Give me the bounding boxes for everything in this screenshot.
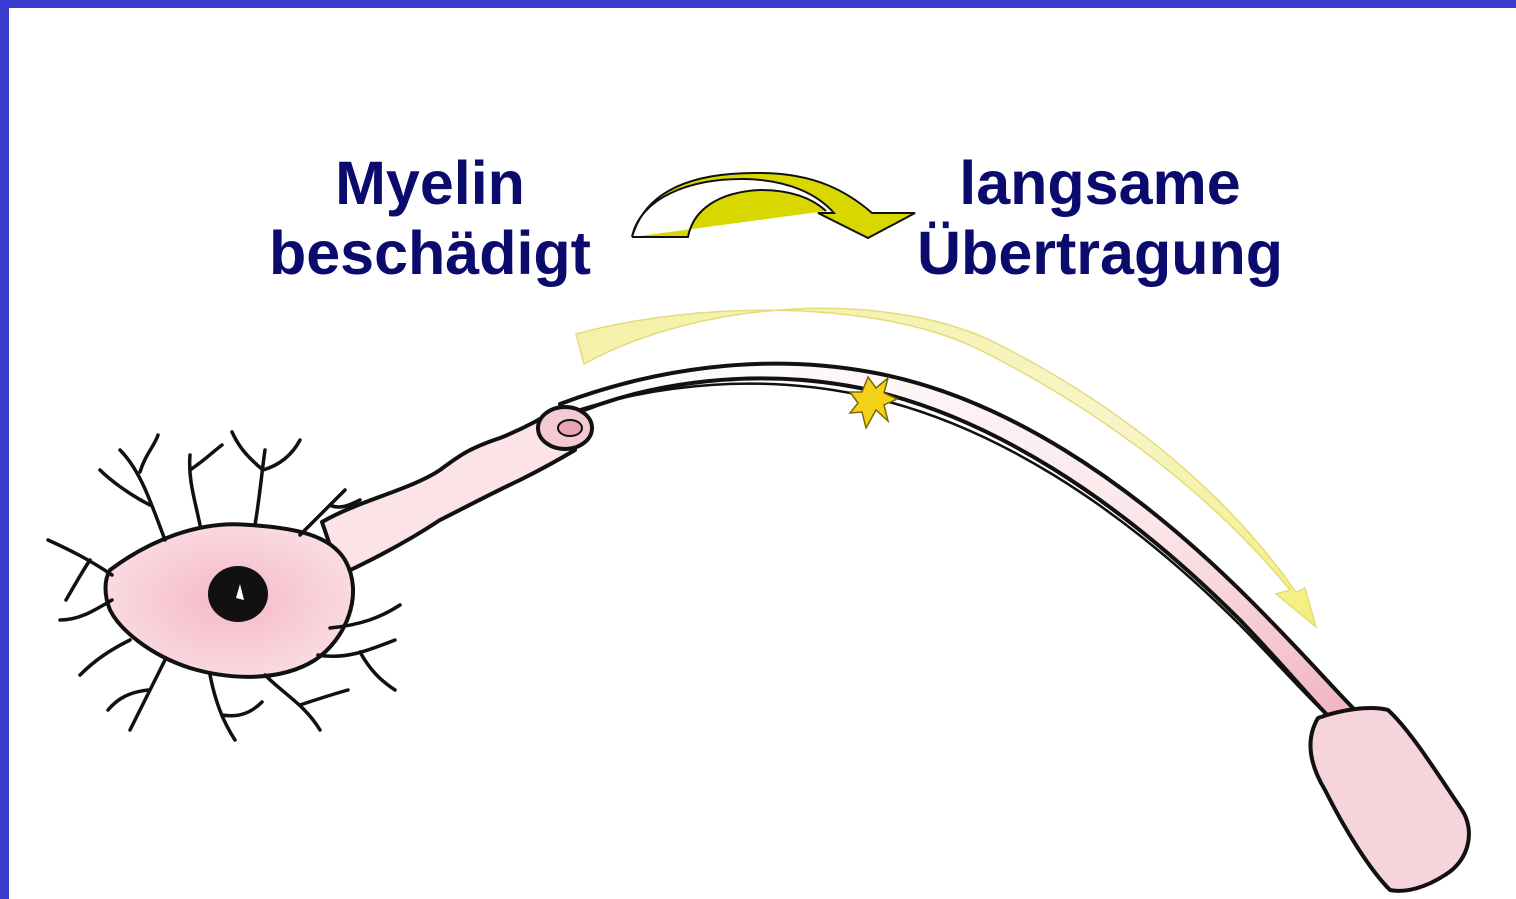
axon-hillock xyxy=(322,407,592,575)
axon-terminal xyxy=(1311,708,1469,891)
cell-body xyxy=(106,524,354,677)
axon xyxy=(560,364,1355,722)
curved-arrow-icon xyxy=(632,173,915,238)
